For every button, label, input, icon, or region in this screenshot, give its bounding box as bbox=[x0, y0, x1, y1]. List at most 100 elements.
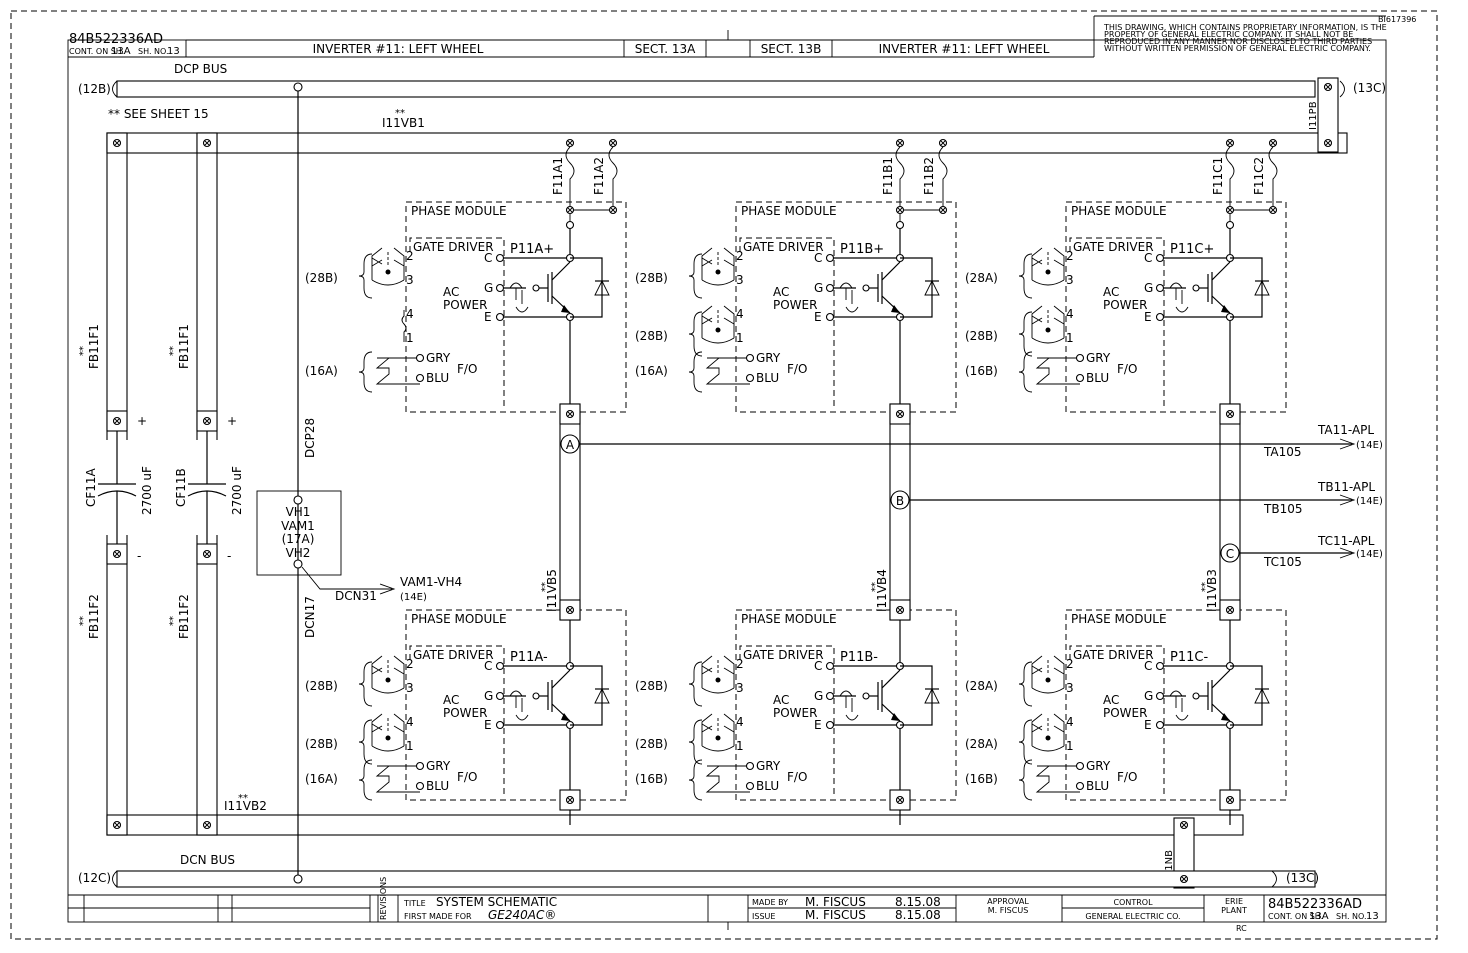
brace-3 bbox=[358, 351, 373, 393]
optocoupler-symbol bbox=[1031, 305, 1065, 344]
fuse-label-right: F11B2 bbox=[922, 157, 936, 195]
igbt-arrow bbox=[891, 305, 900, 313]
header-left-title: INVERTER #11: LEFT WHEEL bbox=[313, 42, 484, 56]
emitter-label: E bbox=[814, 718, 822, 732]
gate-driver-label: GATE DRIVER bbox=[743, 240, 824, 254]
fo-label: F/O bbox=[1117, 770, 1137, 784]
vam1-out-ref: (14E) bbox=[400, 592, 427, 603]
pin-4: 4 bbox=[1066, 307, 1074, 321]
phase-c-node: C bbox=[1220, 543, 1240, 563]
freewheel-diode bbox=[900, 257, 933, 318]
rc-label: RC bbox=[1236, 924, 1247, 933]
header-sect-13b: SECT. 13B bbox=[761, 42, 822, 56]
collector-label: C bbox=[484, 251, 492, 265]
phase-b-node: B bbox=[890, 490, 910, 510]
brace-1 bbox=[1018, 253, 1033, 299]
phase-lower-terminal bbox=[889, 599, 911, 621]
fuse-left-symbol bbox=[1225, 146, 1235, 209]
gate-label: G bbox=[814, 689, 823, 703]
fuse-right-bottom-terminal bbox=[608, 205, 618, 215]
freewheel-diode bbox=[900, 665, 933, 726]
terminal bbox=[565, 409, 575, 419]
optocoupler-symbol bbox=[701, 655, 735, 694]
vam1-vh2: VH2 bbox=[286, 546, 311, 560]
igbt-arrow bbox=[561, 713, 570, 721]
blu-label: BLU bbox=[756, 779, 779, 793]
proprietary-line-2: PROPERTY OF GENERAL ELECTRIC COMPANY. IT… bbox=[1104, 30, 1353, 39]
made-by-value: M. FISCUS bbox=[805, 895, 866, 909]
brace-3 bbox=[688, 351, 703, 393]
phase-module-boundary bbox=[405, 201, 627, 413]
pin-2: 2 bbox=[1066, 657, 1074, 671]
ref-1: (28B) bbox=[635, 271, 668, 285]
gate-driver-boundary bbox=[1069, 237, 1165, 410]
ta11-ref: (14E) bbox=[1356, 440, 1383, 451]
fo-label: F/O bbox=[787, 770, 807, 784]
phase-module-boundary bbox=[735, 609, 957, 801]
fuse-right-top-terminal bbox=[1268, 138, 1278, 148]
cf11b-plus: + bbox=[227, 414, 237, 428]
fb11f1-b-stars: ** bbox=[168, 346, 179, 356]
terminal bbox=[1225, 605, 1235, 615]
svg-text:C: C bbox=[1226, 547, 1234, 561]
module-id: P11A- bbox=[510, 650, 548, 665]
pin-2: 2 bbox=[736, 249, 744, 263]
capacitor-bank: + + - - CF11A CF11B 2700 uF 2700 uF ** F… bbox=[78, 132, 244, 836]
cf11a-value: 2700 uF bbox=[140, 466, 154, 515]
fuse-left-top-terminal bbox=[895, 138, 905, 148]
igbt-arrow bbox=[1221, 713, 1230, 721]
brace-2 bbox=[688, 719, 703, 765]
gate-driver-boundary bbox=[739, 645, 835, 798]
pin-3: 3 bbox=[736, 681, 744, 695]
blu-label: BLU bbox=[1086, 371, 1109, 385]
pin-1: 1 bbox=[736, 331, 744, 345]
gry-label: GRY bbox=[756, 759, 781, 773]
header-cont-sheet: 13A bbox=[111, 46, 131, 57]
brace-2 bbox=[688, 311, 703, 357]
phase-module-label: PHASE MODULE bbox=[741, 612, 837, 626]
fuse-left-bottom-terminal bbox=[895, 205, 905, 215]
fiber-optic-symbol bbox=[1035, 765, 1051, 793]
ac-power-label-1: AC bbox=[773, 285, 789, 299]
blu-label: BLU bbox=[756, 371, 779, 385]
issue-label: ISSUE bbox=[752, 912, 775, 921]
phase-lower-terminal bbox=[1219, 599, 1241, 621]
positive-bus: I11PB ** SEE SHEET 15 ** I11VB1 bbox=[106, 77, 1348, 154]
cap-bus-bottom-terminal bbox=[112, 820, 122, 830]
dcp28-node bbox=[293, 82, 303, 92]
negative-bus-terminal bbox=[1219, 789, 1241, 811]
optocoupler-symbol bbox=[1031, 713, 1065, 752]
terminal bbox=[895, 795, 905, 805]
gate-driver-boundary bbox=[409, 645, 505, 798]
ac-power-label-1: AC bbox=[1103, 285, 1119, 299]
phase-module-label: PHASE MODULE bbox=[1071, 204, 1167, 218]
brace-1 bbox=[688, 661, 703, 707]
title-label: TITLE bbox=[403, 899, 426, 908]
tb-sheet-number: 13 bbox=[1366, 911, 1379, 922]
freewheel-diode bbox=[570, 257, 603, 318]
fb11f1-a-label: FB11F1 bbox=[87, 324, 101, 369]
dcn17-label: DCN17 bbox=[303, 596, 317, 638]
fb11f1-a-stars: ** bbox=[78, 346, 89, 356]
fuse-left-top-terminal bbox=[565, 138, 575, 148]
tb-drawing-number: 84B522336AD bbox=[1268, 897, 1362, 912]
terminal bbox=[895, 605, 905, 615]
tb-cont-sheet: 13A bbox=[1309, 911, 1329, 922]
collector-label: C bbox=[1144, 251, 1152, 265]
brace-1 bbox=[688, 253, 703, 299]
ref-3: (16B) bbox=[965, 772, 998, 786]
brace-1 bbox=[358, 661, 373, 707]
header-strip: 84B522336AD CONT. ON SH. 13A SH. NO. 13 … bbox=[68, 15, 1416, 58]
optocoupler-symbol bbox=[701, 713, 735, 752]
fuse-right-top-terminal bbox=[938, 138, 948, 148]
module-id: P11B- bbox=[840, 650, 878, 665]
pin-4: 4 bbox=[736, 715, 744, 729]
fuse-left-bottom-terminal bbox=[1225, 205, 1235, 215]
gate-driver-boundary bbox=[739, 237, 835, 410]
header-sheet-number: 13 bbox=[167, 46, 180, 57]
brace-2 bbox=[1018, 311, 1033, 357]
